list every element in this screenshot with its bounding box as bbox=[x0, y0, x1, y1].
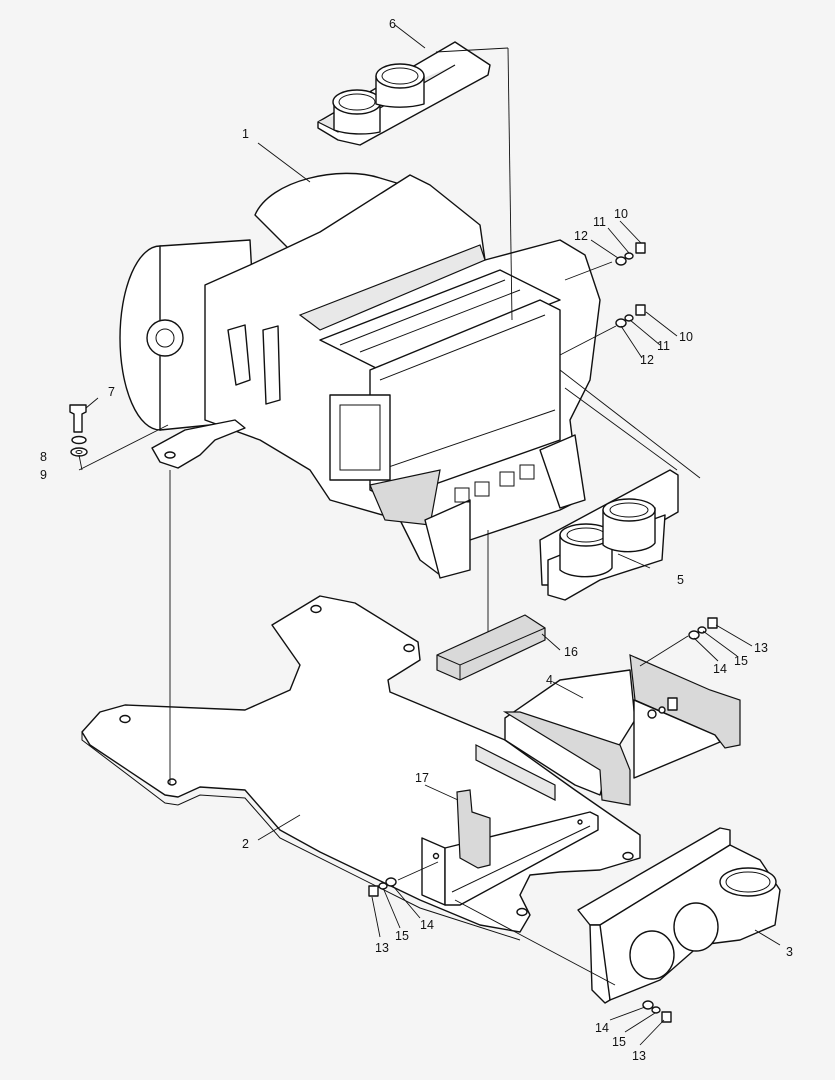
callout-2: 2 bbox=[242, 837, 249, 851]
callout-14-left: 14 bbox=[420, 918, 434, 932]
lock-washer-part-8 bbox=[71, 435, 87, 445]
callout-16: 16 bbox=[564, 645, 578, 659]
fastener-set-10-11-12-lower bbox=[615, 304, 646, 328]
outlet-duct-part-3 bbox=[577, 827, 781, 1004]
callout-labels: 1 2 3 4 5 6 7 8 9 10 10 11 11 12 12 13 1… bbox=[40, 17, 793, 1063]
foot-bracket bbox=[151, 419, 246, 469]
callout-10-lower: 10 bbox=[679, 330, 693, 344]
callout-15-left: 15 bbox=[395, 929, 409, 943]
callout-3: 3 bbox=[786, 945, 793, 959]
callout-13-bottom: 13 bbox=[632, 1049, 646, 1063]
bolt-part-7 bbox=[69, 404, 87, 433]
callout-8: 8 bbox=[40, 450, 47, 464]
callout-15-top: 15 bbox=[734, 654, 748, 668]
fastener-set-13-14-15-left bbox=[368, 877, 397, 897]
callout-11-lower: 11 bbox=[657, 339, 670, 353]
callout-12-upper: 12 bbox=[574, 229, 588, 243]
callout-14-top: 14 bbox=[713, 662, 727, 676]
callout-11-upper: 11 bbox=[593, 215, 606, 229]
rear-outlet-part-5 bbox=[539, 469, 679, 601]
fastener-set-13-14-15-bottom bbox=[642, 1000, 672, 1023]
fastener-set-13-14-15-top bbox=[688, 617, 718, 640]
top-outlet-part-6 bbox=[317, 41, 491, 146]
foam-strip-part-16 bbox=[436, 614, 546, 681]
callout-6: 6 bbox=[389, 17, 396, 31]
callout-14-bottom: 14 bbox=[595, 1021, 609, 1035]
foam-pad-part-17 bbox=[456, 789, 491, 869]
callout-10-upper: 10 bbox=[614, 207, 628, 221]
mounting-bracket bbox=[421, 811, 599, 906]
callout-4: 4 bbox=[546, 673, 553, 687]
callout-12-lower: 12 bbox=[640, 353, 654, 367]
callout-13-left: 13 bbox=[375, 941, 389, 955]
heater-unit-part-1 bbox=[119, 172, 601, 579]
callout-1: 1 bbox=[242, 127, 249, 141]
core-box-part-4 bbox=[475, 654, 741, 806]
leader-lines bbox=[78, 24, 781, 1046]
callout-13-top: 13 bbox=[754, 641, 768, 655]
fastener-set-10-11-12-upper bbox=[615, 242, 646, 266]
callout-9: 9 bbox=[40, 468, 47, 482]
callout-5: 5 bbox=[677, 573, 684, 587]
callout-15-bottom: 15 bbox=[612, 1035, 626, 1049]
callout-17: 17 bbox=[415, 771, 429, 785]
callout-7: 7 bbox=[108, 385, 115, 399]
washer-part-9 bbox=[70, 447, 88, 457]
